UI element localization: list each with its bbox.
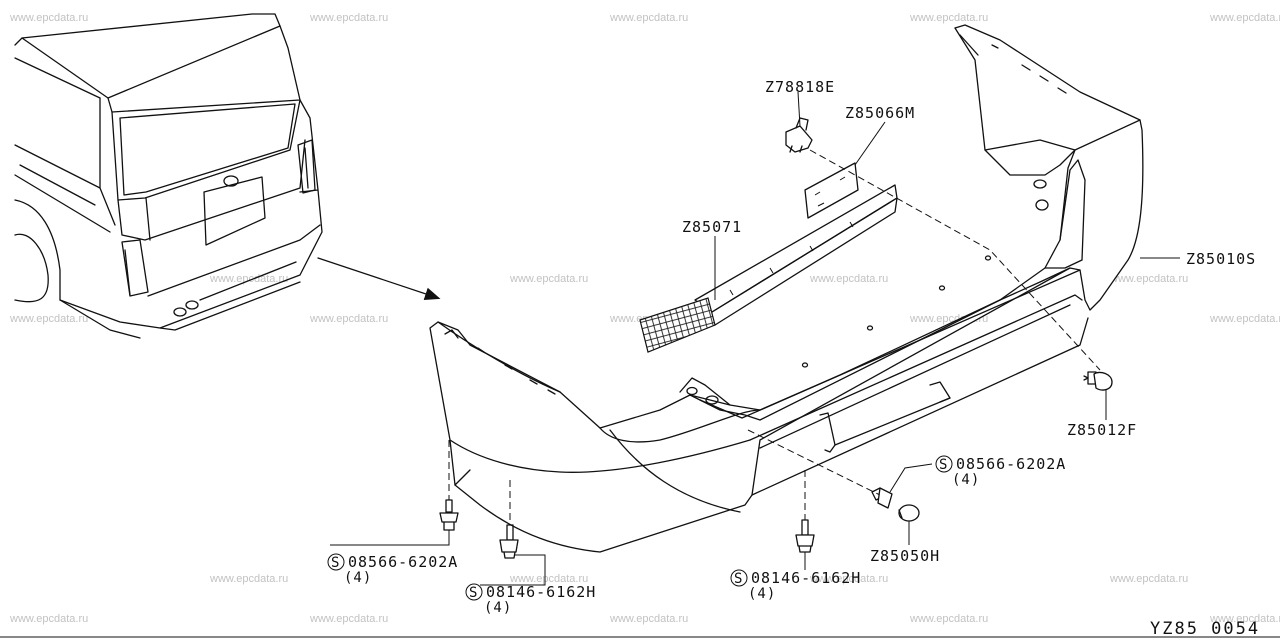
rear-bumper-fascia — [429, 24, 1144, 553]
callout-screw-left: S 08566-6202A (4) — [327, 553, 458, 586]
watermark: www.epcdata.ru — [9, 613, 88, 625]
callout-symbol: S — [939, 457, 948, 473]
label-bracket: Z85066M — [845, 104, 915, 122]
callout-bolt-left: S 08146-6162H (4) — [465, 583, 596, 616]
callout-symbol: S — [331, 555, 340, 571]
label-cap: Z85050H — [870, 547, 940, 565]
callout-bolt-center: S 08146-6162H (4) — [730, 569, 861, 602]
watermark: www.epcdata.ru — [809, 273, 888, 285]
watermark: www.epcdata.ru — [509, 273, 588, 285]
watermark: www.epcdata.ru — [609, 613, 688, 625]
standard-part-symbol-icon — [465, 583, 483, 601]
callout-qty: (4) — [344, 570, 372, 586]
watermark: www.epcdata.ru — [509, 573, 588, 585]
callout-symbol: S — [734, 571, 743, 587]
direction-arrow — [317, 257, 441, 301]
callout-number: 08566-6202A — [348, 553, 458, 571]
watermark: www.epcdata.ru — [1209, 12, 1280, 24]
callout-number: 08146-6162H — [751, 569, 861, 587]
watermark: www.epcdata.ru — [609, 12, 688, 24]
van-rear-illustration — [14, 13, 323, 339]
label-clip-upper: Z78818E — [765, 78, 835, 96]
callout-qty: (4) — [952, 472, 980, 488]
clip-right — [1083, 371, 1113, 391]
callout-number: 08146-6162H — [486, 583, 596, 601]
reinforcement-bar — [639, 184, 898, 353]
bracket — [804, 162, 859, 219]
watermark: www.epcdata.ru — [909, 12, 988, 24]
watermark: www.epcdata.ru — [1209, 613, 1280, 625]
label-reinforcement: Z85071 — [682, 218, 742, 236]
label-clip-right: Z85012F — [1067, 421, 1137, 439]
watermark: www.epcdata.ru — [309, 12, 388, 24]
watermark: www.epcdata.ru — [9, 313, 88, 325]
label-bumper: Z85010S — [1186, 250, 1256, 268]
bolt-left — [499, 524, 519, 559]
diagram-code: YZ85 0054 — [1150, 619, 1260, 639]
callout-qty: (4) — [748, 586, 776, 602]
bolt-center — [795, 519, 815, 553]
watermark: www.epcdata.ru — [209, 273, 288, 285]
watermark-layer: www.epcdata.ru www.epcdata.ru www.epcdat… — [9, 12, 1280, 625]
leader-lines — [330, 91, 1180, 586]
watermark: www.epcdata.ru — [309, 313, 388, 325]
watermark: www.epcdata.ru — [209, 573, 288, 585]
standard-part-symbol-icon — [730, 569, 748, 587]
watermark: www.epcdata.ru — [909, 613, 988, 625]
screw-left — [439, 499, 459, 531]
standard-part-symbol-icon — [327, 553, 345, 571]
callout-number: 08566-6202A — [956, 455, 1066, 473]
callout-symbol: S — [469, 585, 478, 601]
clip-upper — [785, 117, 813, 153]
cap — [898, 504, 920, 522]
callout-qty: (4) — [484, 600, 512, 616]
watermark: www.epcdata.ru — [1209, 313, 1280, 325]
watermark: www.epcdata.ru — [9, 12, 88, 24]
alignment-lines — [448, 149, 1101, 525]
watermark: www.epcdata.ru — [1109, 273, 1188, 285]
watermark: www.epcdata.ru — [809, 573, 888, 585]
watermark: www.epcdata.ru — [309, 613, 388, 625]
callout-screw-right: S 08566-6202A (4) — [935, 455, 1066, 488]
screw-right — [871, 487, 893, 509]
standard-part-symbol-icon — [935, 455, 953, 473]
watermark: www.epcdata.ru — [1109, 573, 1188, 585]
